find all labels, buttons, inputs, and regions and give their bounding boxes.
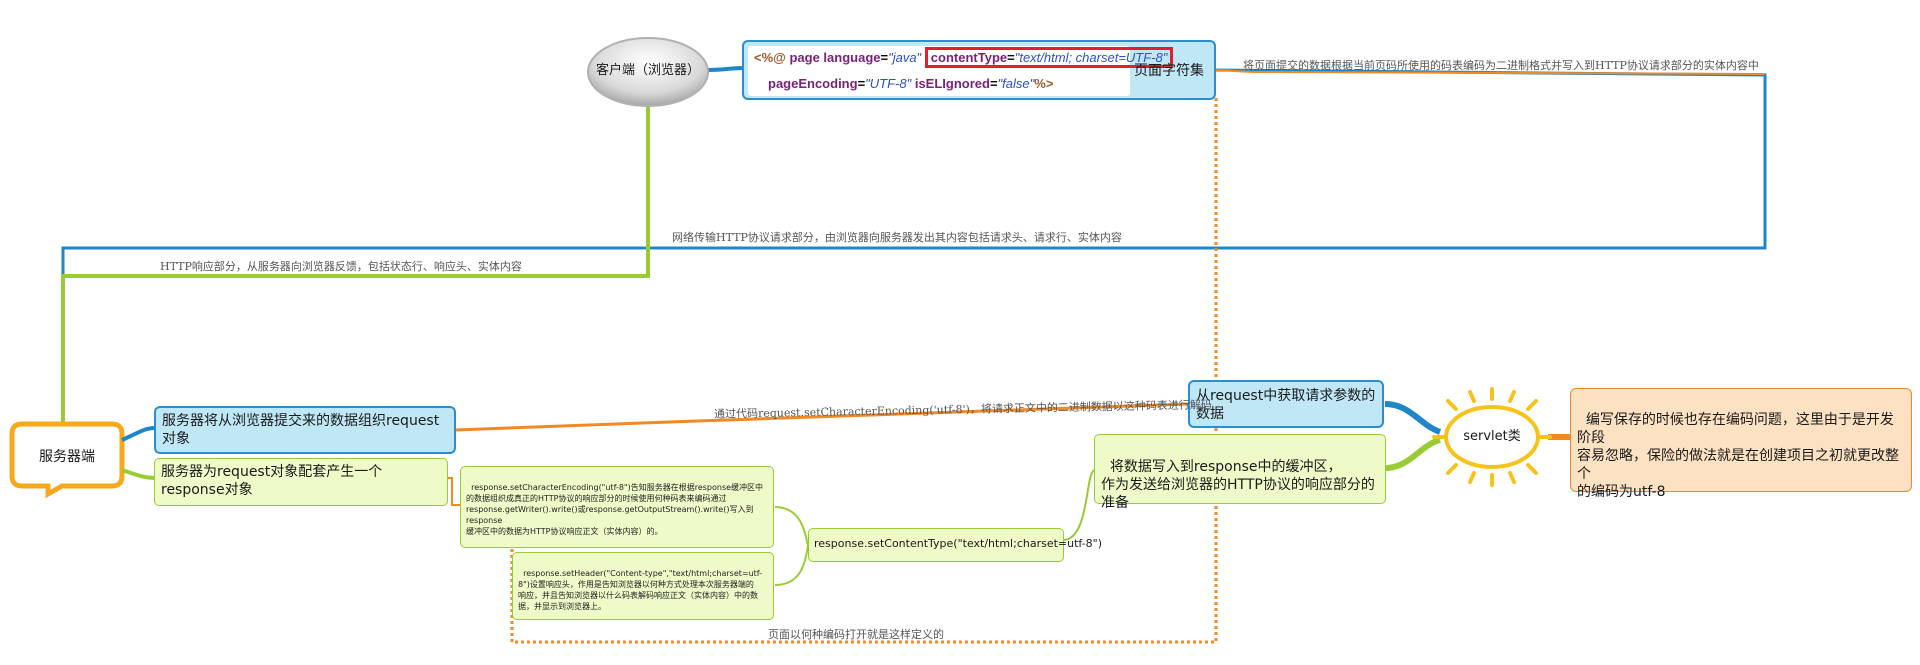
detail-bracket-line	[774, 506, 810, 586]
jsp-close-tag: %>	[1034, 76, 1054, 91]
set-header-text: response.setHeader("Content-type","text/…	[518, 569, 763, 611]
decode-request-line	[454, 402, 1189, 432]
edge-page-open-encoding: 页面以何种编码打开就是这样定义的	[768, 628, 944, 641]
response-to-detail-line	[448, 477, 460, 506]
jsp-language-val: "java"	[888, 50, 922, 65]
server-to-request-line	[121, 426, 156, 442]
servlet-label: servlet类	[1463, 429, 1521, 444]
jsp-is-el-val: "false"	[997, 76, 1035, 91]
write-buffer-box: 将数据写入到response中的缓冲区， 作为发送给浏览器的HTTP协议的响应部…	[1094, 434, 1386, 511]
response-path-line	[61, 105, 650, 430]
client-ellipse-icon	[587, 37, 709, 107]
set-content-type-text: response.setContentType("text/html;chars…	[814, 537, 1102, 550]
write-buffer-label: 将数据写入到response中的缓冲区， 作为发送给浏览器的HTTP协议的响应部…	[1101, 459, 1375, 511]
server-to-response-line	[121, 468, 156, 480]
get-params-box: 从request中获取请求参数的数据	[1188, 380, 1384, 428]
submit-encode-line	[1211, 69, 1766, 75]
response-object-label: 服务器为request对象配套产生一个response对象	[161, 464, 383, 498]
jsp-eq: =	[1007, 50, 1015, 65]
speech-bubble-icon	[9, 421, 125, 499]
server-label: 服务器端	[39, 449, 95, 465]
jsp-content-type-attr: contentType	[930, 50, 1008, 65]
jsp-page-keyword: page	[789, 50, 820, 65]
jsp-eq: =	[989, 76, 998, 91]
params-to-servlet-line	[1384, 401, 1442, 435]
jsp-open-tag: <%@	[754, 50, 786, 65]
get-params-label: 从request中获取请求参数的数据	[1196, 388, 1376, 422]
response-object-box: 服务器为request对象配套产生一个response对象	[154, 458, 448, 506]
jsp-is-el-attr: isELIgnored	[914, 76, 990, 91]
jsp-code-panel	[748, 46, 1130, 96]
content-type-to-buffer-line	[1062, 469, 1096, 541]
buffer-to-servlet-line	[1384, 437, 1441, 471]
page-charset-label: 页面字符集	[1134, 63, 1204, 79]
jsp-directive-box: <%@ page language="java" contentType="te…	[742, 40, 1216, 100]
set-header-box: response.setHeader("Content-type","text/…	[512, 552, 774, 620]
request-object-box: 服务器将从浏览器提交来的数据组织request对象	[154, 406, 456, 454]
jsp-line-1: <%@ page language="java" contentType="te…	[754, 47, 1174, 68]
content-type-highlight: contentType="text/html; charset=UTF-8"	[924, 47, 1174, 68]
jsp-page-encoding-val: "UTF-8"	[865, 76, 912, 91]
jsp-eq: =	[857, 76, 866, 91]
client-to-jsp-line	[707, 66, 745, 72]
sun-icon	[1432, 387, 1552, 487]
edge-network-request: 网络传输HTTP协议请求部分，由浏览器向服务器发出其内容包括请求头、请求行、实体…	[672, 231, 1122, 244]
jsp-language-attr: language	[823, 50, 881, 65]
jsp-content-type-val: "text/html; charset=UTF-8"	[1014, 50, 1168, 65]
set-char-encoding-text: response.setCharacterEncoding("utf-8")告知…	[466, 483, 764, 536]
client-node: 客户端（浏览器）	[588, 62, 708, 79]
encoding-note-box: 编写保存的时候也存在编码问题，这里由于是开发阶段 容易忽略，保险的做法就是在创建…	[1570, 388, 1912, 500]
set-char-encoding-box: response.setCharacterEncoding("utf-8")告知…	[460, 466, 774, 548]
servlet-node: servlet类	[1446, 428, 1538, 445]
jsp-page-encoding-attr: pageEncoding	[768, 76, 858, 91]
client-label: 客户端（浏览器）	[595, 63, 700, 78]
server-node: 服务器端	[14, 448, 120, 466]
request-object-label: 服务器将从浏览器提交来的数据组织request对象	[162, 413, 440, 447]
set-content-type-box: response.setContentType("text/html;chars…	[808, 528, 1102, 562]
request-path-line	[61, 68, 1767, 430]
edge-http-response: HTTP响应部分，从服务器向浏览器反馈，包括状态行、响应头、实体内容	[160, 260, 522, 273]
edge-submit-encode: 将页面提交的数据根据当前页码所使用的码表编码为二进制格式并写入到HTTP协议请求…	[1243, 59, 1759, 72]
jsp-line-2: pageEncoding="UTF-8" isELIgnored="false"…	[768, 76, 1053, 91]
encoding-note-text: 编写保存的时候也存在编码问题，这里由于是开发阶段 容易忽略，保险的做法就是在创建…	[1577, 412, 1899, 500]
jsp-eq: =	[880, 50, 889, 65]
